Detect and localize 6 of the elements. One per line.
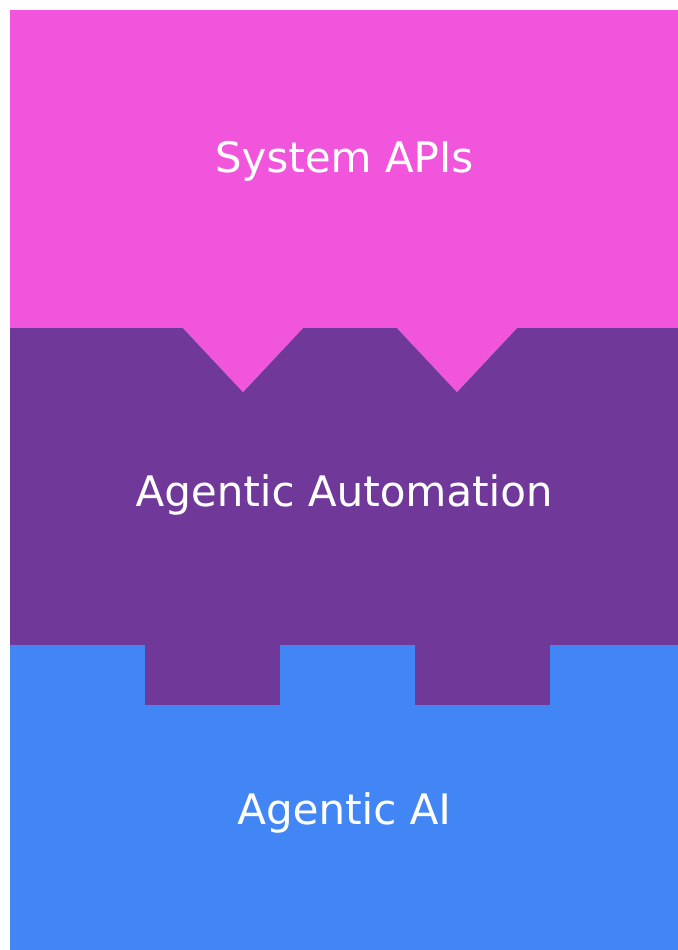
layer-band: [10, 10, 678, 392]
layer-band: [10, 328, 678, 705]
layer-label: Agentic Automation: [134, 467, 554, 517]
layer-label: System APIs: [214, 133, 474, 183]
layer-label: Agentic AI: [236, 785, 452, 835]
layer-band: [10, 645, 678, 950]
